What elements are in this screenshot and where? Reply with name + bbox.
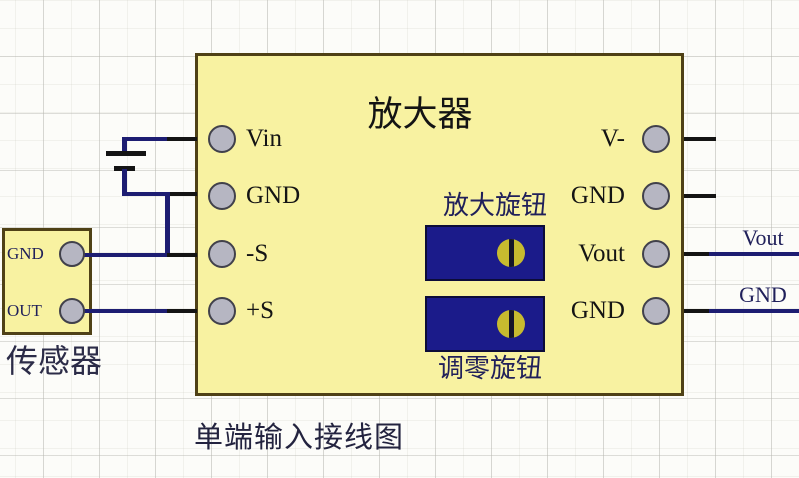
amplifier-title: 放大器: [367, 95, 473, 134]
knob-slot-icon: [508, 310, 514, 338]
wire-sensor-out-to-plus-s: [80, 309, 170, 313]
knob-label-zero: 调零旋钮: [437, 354, 542, 383]
sensor-pin-out: [59, 298, 85, 324]
output-label-gnd: GND: [739, 282, 787, 307]
pin-label-gnd-right-1: GND: [570, 182, 625, 209]
pin-vin: [208, 125, 236, 153]
sensor-pin-gnd: [59, 241, 85, 267]
wire-vin-horizontal: [122, 137, 170, 141]
pin-label-v-minus: V-: [600, 125, 625, 152]
pin-label-gnd-right-2: GND: [570, 297, 625, 324]
battery-negative-plate: [114, 166, 135, 171]
knob-slot-icon: [508, 239, 514, 267]
sensor-pin-label-out: OUT: [7, 301, 42, 320]
output-line-gnd: [709, 309, 799, 313]
pot-amplify-knob-icon: [497, 239, 525, 267]
pot-amplify: [425, 225, 545, 281]
wire-sensor-gnd-to-minus-s: [80, 253, 170, 257]
knob-label-amplify: 放大旋钮: [442, 191, 547, 220]
stub-gnd-right-2: [684, 309, 712, 313]
pin-plus-s: [208, 297, 236, 325]
output-label-vout: Vout: [742, 225, 784, 250]
pin-gnd-right-2: [642, 297, 670, 325]
stub-plus-s: [167, 309, 197, 313]
pin-label-vout: Vout: [578, 240, 625, 267]
pin-gnd-right-1: [642, 182, 670, 210]
stub-vin: [167, 137, 197, 141]
pin-v-minus: [642, 125, 670, 153]
pot-zero: [425, 296, 545, 352]
stub-gnd-right-1: [684, 194, 716, 198]
stub-minus-s: [167, 253, 197, 257]
diagram-caption: 单端输入接线图: [194, 422, 405, 454]
output-line-vout: [709, 252, 799, 256]
pot-zero-knob-icon: [497, 310, 525, 338]
wire-battery-bottom: [122, 169, 127, 194]
pin-label-gnd-left: GND: [246, 182, 301, 209]
pin-minus-s: [208, 240, 236, 268]
stub-v-minus: [684, 137, 716, 141]
pin-label-plus-s: +S: [246, 297, 275, 324]
wire-gnd-to-minus-s: [165, 192, 170, 256]
battery-positive-plate: [106, 151, 146, 156]
pin-label-minus-s: -S: [246, 240, 269, 267]
sensor-label: 传感器: [6, 343, 103, 379]
wire-battery-top: [122, 137, 127, 153]
pin-gnd-left: [208, 182, 236, 210]
pin-label-vin: Vin: [246, 125, 282, 152]
wire-gnd-horizontal: [122, 192, 170, 196]
stub-gnd-left: [167, 192, 197, 196]
pin-vout: [642, 240, 670, 268]
stub-vout: [684, 252, 712, 256]
sensor-pin-label-gnd: GND: [7, 244, 44, 263]
